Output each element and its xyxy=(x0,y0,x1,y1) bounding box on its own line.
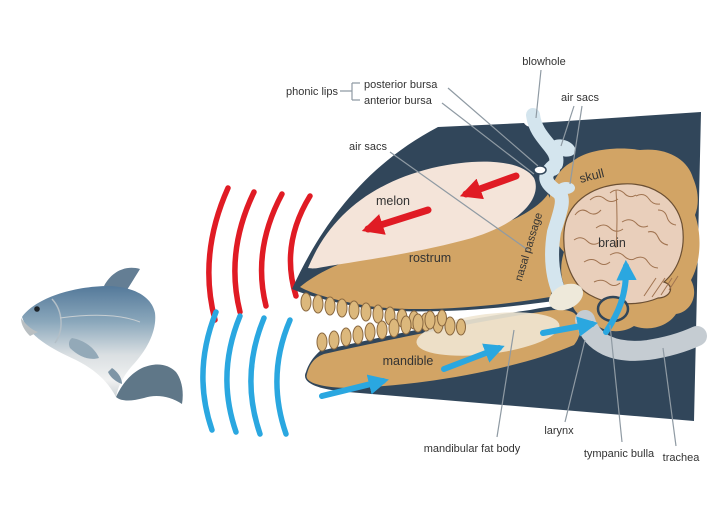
incoming-echo-arrows xyxy=(319,259,637,399)
phonic-lips-bracket xyxy=(340,82,360,101)
lower-teeth xyxy=(316,309,447,352)
air-sacs-shapes xyxy=(544,139,576,194)
outgoing-sound-arrows xyxy=(361,172,520,235)
leader-blowhole xyxy=(535,69,542,119)
label-air-sacs-upper: air sacs xyxy=(561,92,599,104)
label-anterior-bursa: anterior bursa xyxy=(364,95,433,107)
fish-tail-fin xyxy=(116,364,183,404)
leader-air-sacs-upper-1 xyxy=(560,105,575,147)
leader-larynx xyxy=(564,339,586,423)
leader-posterior-bursa xyxy=(447,87,539,167)
label-trachea: trachea xyxy=(663,452,701,464)
fish-mouth xyxy=(21,318,38,336)
phonic-lips-shape xyxy=(533,165,547,175)
fish-eye xyxy=(34,306,40,312)
label-skull: skull xyxy=(578,166,606,186)
fish-body xyxy=(22,286,156,397)
leader-air-sacs-front xyxy=(389,151,529,251)
returning-echo-waves xyxy=(200,309,293,437)
label-phonic-lips: phonic lips xyxy=(286,86,338,98)
label-posterior-bursa: posterior bursa xyxy=(364,79,438,91)
larynx-shape xyxy=(548,283,584,311)
label-larynx: larynx xyxy=(544,425,574,437)
rostrum-shape xyxy=(300,194,558,310)
label-brain: brain xyxy=(598,236,626,250)
leader-air-sacs-upper-2 xyxy=(569,105,583,185)
leader-anterior-bursa xyxy=(441,102,535,175)
label-rostrum: rostrum xyxy=(409,251,451,265)
label-air-sacs-front: air sacs xyxy=(349,141,387,153)
fish-anal-fin xyxy=(108,368,122,384)
label-mandibular-fat-body: mandibular fat body xyxy=(424,443,521,455)
fish-illustration xyxy=(21,267,183,404)
fish-lateral-line xyxy=(59,314,141,323)
fish-gill-line xyxy=(51,298,62,344)
leader-tympanic-bulla xyxy=(609,324,623,443)
leader-mandibular-fat-body xyxy=(496,329,515,438)
brain-sulci xyxy=(573,189,679,298)
label-melon: melon xyxy=(376,194,410,208)
fish-pectoral-fin xyxy=(68,338,99,359)
label-blowhole: blowhole xyxy=(522,56,565,68)
leader-trachea xyxy=(662,347,677,447)
label-mandible: mandible xyxy=(383,354,434,368)
leader-lines xyxy=(340,69,677,447)
outgoing-sound-waves xyxy=(206,185,313,323)
label-tympanic-bulla: tympanic bulla xyxy=(584,448,655,460)
